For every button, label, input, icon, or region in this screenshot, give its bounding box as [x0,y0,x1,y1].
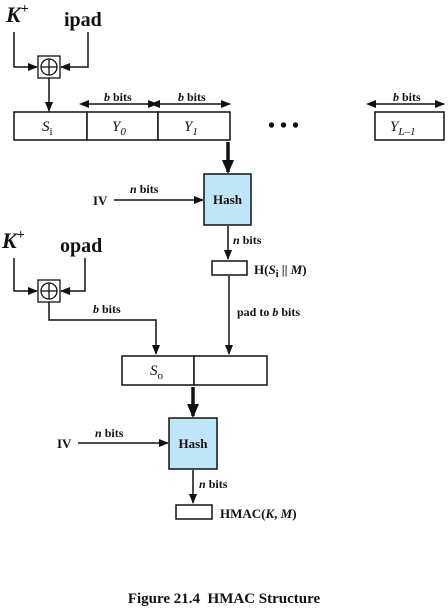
so-block [121,355,195,386]
b-bits-label-y1: b bits [178,90,206,104]
pad-label: pad to b bits [237,305,300,319]
so-block-label: So [150,363,164,382]
iv-label-inner: IV [93,193,108,208]
key-label-bottom: K+ [1,228,25,253]
n-bits-label-iv-outer: n bits [95,426,124,440]
xor-to-so-arrow [48,302,160,355]
key-line-top [13,32,38,71]
n-bits-label-iv-inner: n bits [130,182,159,196]
hmac-output-box [175,504,213,520]
opad-label: opad [60,235,102,257]
hash-box-outer [168,417,218,470]
b-bits-label-y0: b bits [104,90,132,104]
b-bits-label-yl: b bits [393,90,421,104]
ipad-label: ipad [64,9,102,31]
yl-block-label: YL–1 [390,119,415,138]
hash-label-inner: Hash [213,192,243,207]
key-line-bottom [13,258,38,295]
y1-block [157,111,231,141]
iv-label-outer: IV [57,436,72,451]
n-bits-label-inner-out: n bits [233,233,262,247]
hash-box-inner [203,173,252,226]
si-block [13,111,88,141]
key-label-top: K+ [5,2,29,27]
ipad-line [60,32,89,71]
hmac-output-label: HMAC(K, M) [220,506,297,521]
y1-block-label: Y1 [184,119,198,138]
inner-hash-output-label: H(Si || M) [254,262,307,280]
n-bits-label-outer-out: n bits [199,477,228,491]
opad-line [60,258,86,295]
ellipsis: • • • [268,115,299,137]
inner-hash-output-box [211,260,248,276]
hash-label-outer: Hash [179,436,209,451]
si-block-label: Si [42,119,53,138]
padded-hash-block [193,355,268,386]
yl-block [374,111,445,141]
xor-icon-bottom [37,279,61,303]
y0-block [86,111,159,141]
xor-icon-top [37,55,61,79]
figure-caption: Figure 21.4 HMAC Structure [128,591,321,607]
b-bits-label-so: b bits [93,302,121,316]
y0-block-label: Y0 [112,119,126,138]
